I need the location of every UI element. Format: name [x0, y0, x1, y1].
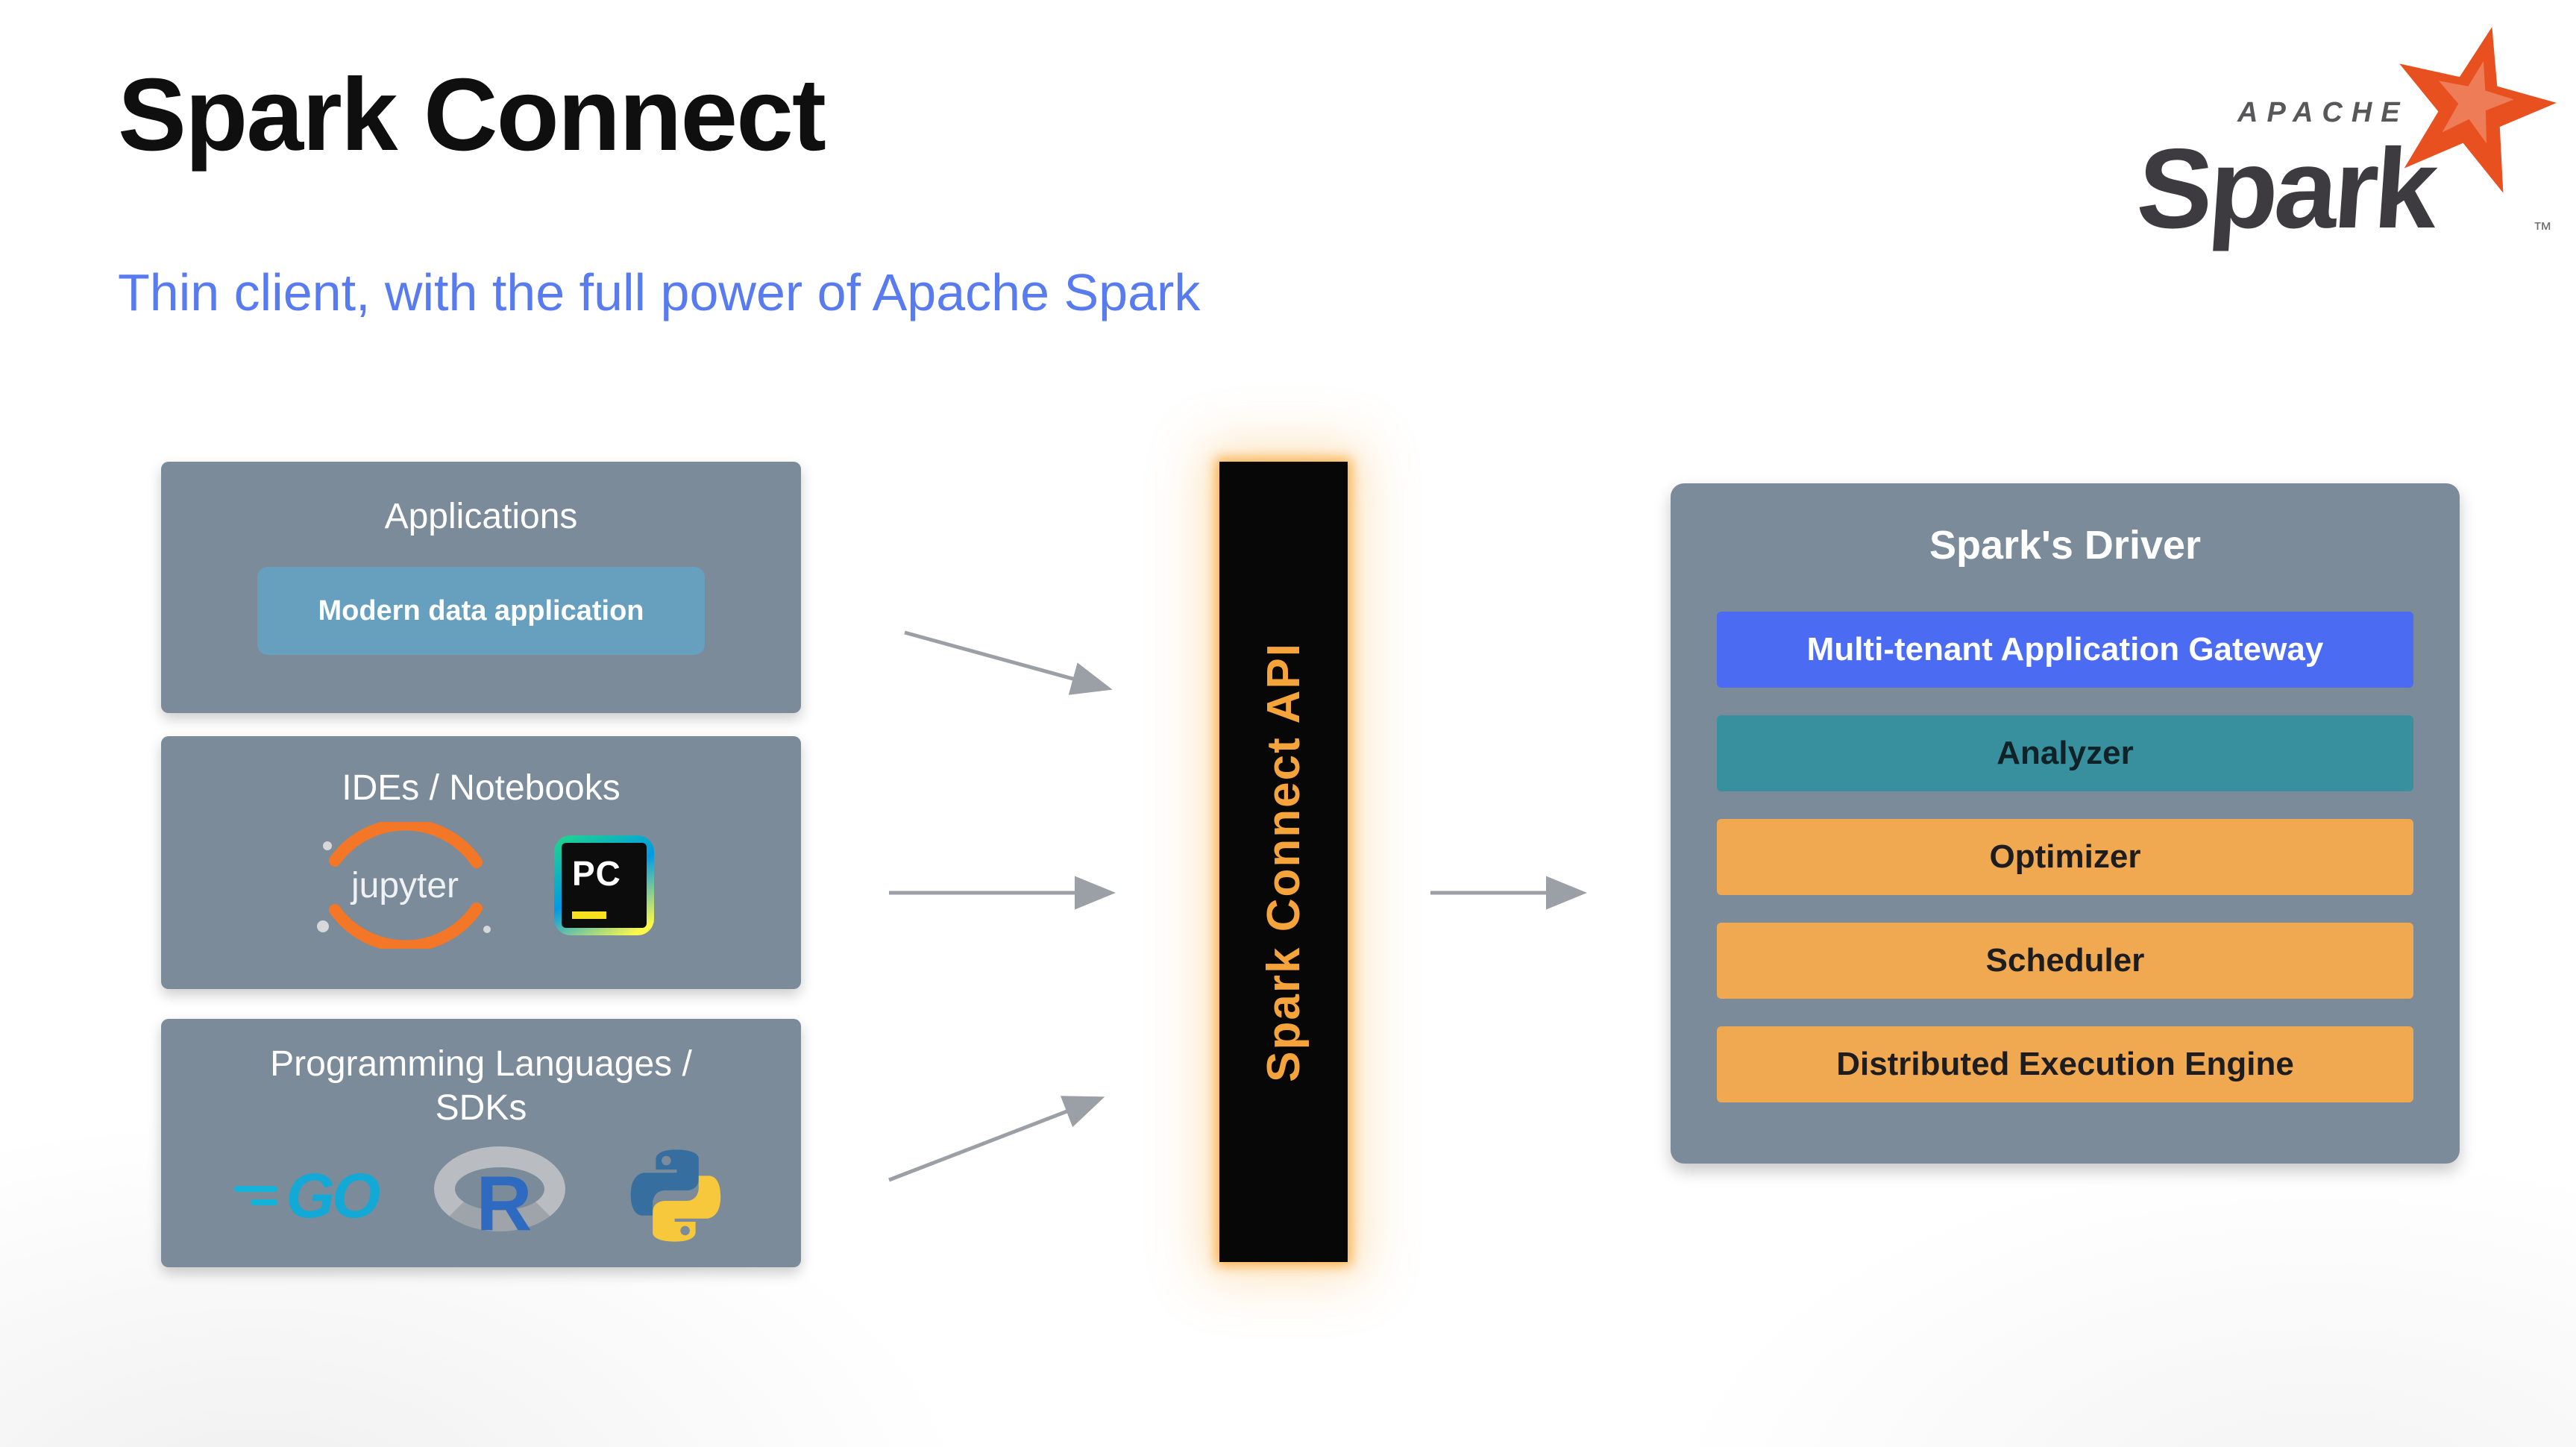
languages-title-line2: SDKs	[435, 1087, 527, 1128]
apache-spark-logo: APACHE Spark ™	[2133, 22, 2566, 254]
driver-layers: Multi-tenant Application Gateway Analyze…	[1717, 612, 2413, 1102]
pycharm-label: PC	[572, 854, 621, 893]
driver-layer-analyzer: Analyzer	[1717, 715, 2413, 791]
apache-text: APACHE	[2237, 97, 2409, 128]
page-subtitle: Thin client, with the full power of Apac…	[118, 263, 1201, 321]
driver-layer-optimizer: Optimizer	[1717, 819, 2413, 895]
driver-layer-scheduler: Scheduler	[1717, 923, 2413, 999]
go-label: GO	[286, 1160, 381, 1231]
spark-connect-api-bar: Spark Connect API	[1219, 462, 1348, 1262]
spark-driver-panel: Spark's Driver Multi-tenant Application …	[1671, 483, 2460, 1164]
pycharm-inner: PC	[562, 843, 647, 928]
applications-panel: Applications Modern data application	[161, 462, 801, 713]
spark-star-icon	[2399, 27, 2557, 193]
python-icon	[631, 1149, 721, 1242]
arrow-applications-to-api	[904, 630, 1113, 695]
jupyter-label: jupyter	[351, 866, 459, 905]
jupyter-logo: jupyter	[308, 822, 502, 949]
trademark-symbol: ™	[2533, 218, 2552, 240]
spark-connect-api-label: Spark Connect API	[1257, 641, 1310, 1082]
pycharm-logo: PC	[554, 835, 654, 935]
driver-layer-execution-engine: Distributed Execution Engine	[1717, 1026, 2413, 1102]
python-logo	[623, 1143, 728, 1248]
driver-layer-gateway: Multi-tenant Application Gateway	[1717, 612, 2413, 688]
modern-data-application-chip: Modern data application	[257, 567, 705, 655]
page-title: Spark Connect	[118, 57, 826, 172]
languages-title-line1: Programming Languages /	[270, 1044, 692, 1084]
go-speed-lines	[233, 1186, 277, 1206]
r-language-logo: R	[430, 1143, 571, 1248]
pycharm-underscore	[572, 911, 606, 919]
spark-driver-title: Spark's Driver	[1929, 523, 2202, 568]
ides-icon-row: jupyter PC	[161, 822, 801, 949]
applications-panel-title: Applications	[384, 497, 578, 536]
go-logo: GO	[233, 1160, 381, 1232]
ides-notebooks-panel: IDEs / Notebooks jupyter PC	[161, 736, 801, 989]
r-label: R	[476, 1161, 533, 1248]
jupyter-orbit-icon	[317, 822, 491, 949]
spark-wordmark: Spark	[2133, 125, 2439, 252]
languages-icon-row: GO R	[161, 1143, 801, 1248]
ides-panel-title: IDEs / Notebooks	[342, 768, 621, 808]
arrow-languages-to-api	[888, 1096, 1105, 1182]
languages-sdks-panel: Programming Languages / SDKs GO R	[161, 1019, 801, 1267]
languages-panel-title: Programming Languages / SDKs	[242, 1043, 720, 1130]
